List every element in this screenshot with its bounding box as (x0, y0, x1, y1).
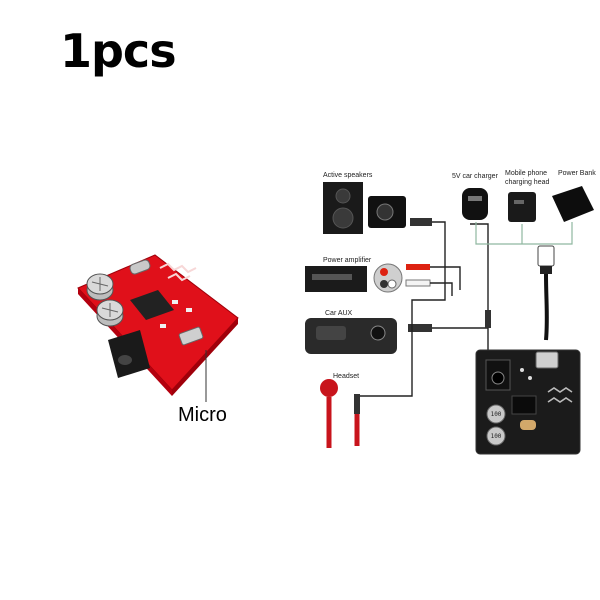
power-amplifier-icon (305, 263, 403, 293)
jack-plug-2 (408, 324, 432, 332)
car-aux-icon (305, 318, 397, 354)
label-headset: Headset (333, 373, 359, 380)
car-charger-icon (462, 188, 488, 220)
active-speaker-icon (323, 182, 406, 234)
bluetooth-antenna-icon-2 (547, 387, 573, 403)
label-car-aux: Car AUX (325, 310, 353, 317)
rca-plug-white (405, 279, 431, 287)
wiring-diagram: Active speakers Power amplifier Car AUX (305, 170, 596, 455)
micro-usb-port-icon (178, 326, 204, 346)
bluetooth-antenna-icon (159, 262, 197, 282)
black-bluetooth-board: 100 100 (475, 349, 581, 455)
red-bluetooth-board (77, 254, 239, 396)
label-power-bank: Power Bank (558, 170, 596, 177)
label-phone-charger-2: charging head (505, 179, 549, 186)
label-car-charger: 5V car charger (452, 173, 499, 180)
label-power-amplifier: Power amplifier (323, 257, 372, 264)
quantity-title: 1pcs (60, 24, 177, 78)
variant-label: Micro (178, 404, 227, 426)
phone-charger-icon (508, 192, 536, 222)
audio-jack-icon (108, 330, 150, 378)
jack-plug-1 (410, 218, 432, 226)
capacitor-2 (96, 299, 124, 327)
power-bank-icon (552, 186, 594, 222)
headset-icon (320, 379, 360, 448)
capacitor-1 (86, 273, 114, 301)
label-active-speakers: Active speakers (323, 172, 373, 179)
svg-text:100: 100 (491, 411, 502, 418)
usb-cable-icon (537, 245, 555, 341)
rca-plug-red (406, 264, 430, 270)
jack-plug-main (485, 310, 491, 328)
charger-lines (475, 222, 573, 245)
audio-wires (360, 221, 489, 397)
label-phone-charger-1: Mobile phone (505, 170, 547, 177)
svg-text:100: 100 (491, 433, 502, 440)
